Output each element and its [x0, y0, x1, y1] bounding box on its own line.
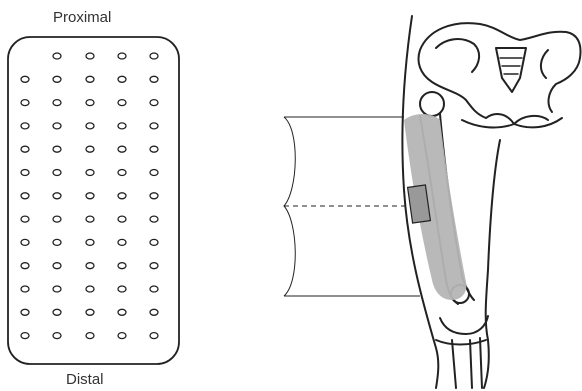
electrode-dot	[118, 100, 126, 106]
electrode-dot	[86, 286, 94, 292]
electrode-dot	[118, 216, 126, 222]
electrode-dot	[150, 286, 158, 292]
inner-thigh-contour	[484, 140, 500, 388]
electrode-dot	[150, 216, 158, 222]
electrode-dot	[118, 76, 126, 82]
electrode-dot	[150, 193, 158, 199]
electrode-dot	[53, 53, 61, 59]
electrode-dot	[150, 100, 158, 106]
electrode-dot	[53, 193, 61, 199]
electrode-dot	[21, 193, 29, 199]
pubic-region	[462, 114, 562, 127]
electrode-dot	[53, 309, 61, 315]
electrode-dot	[86, 76, 94, 82]
femoral-head	[420, 92, 444, 116]
electrode-dot	[86, 170, 94, 176]
electrode-dot	[53, 239, 61, 245]
electrode-dot	[118, 263, 126, 269]
electrode-dot	[150, 309, 158, 315]
electrode-dot	[118, 123, 126, 129]
electrode-dot	[86, 100, 94, 106]
electrode-dot	[21, 123, 29, 129]
pelvis-inner	[436, 39, 548, 78]
pad-projection	[284, 117, 420, 296]
electrode-dot	[53, 263, 61, 269]
electrode-dot	[21, 76, 29, 82]
electrode-dot	[118, 239, 126, 245]
electrode-dot	[86, 216, 94, 222]
electrode-dot	[21, 216, 29, 222]
electrode-dot	[150, 76, 158, 82]
electrode-dot	[86, 263, 94, 269]
electrode-dot	[53, 286, 61, 292]
electrode-dot	[53, 76, 61, 82]
electrode-dot	[21, 239, 29, 245]
electrode-dot	[86, 53, 94, 59]
electrode-dot	[150, 146, 158, 152]
electrode-dot	[150, 123, 158, 129]
electrode-dots	[21, 53, 158, 339]
electrode-dot	[53, 100, 61, 106]
electrode-dot	[86, 239, 94, 245]
electrode-dot	[53, 170, 61, 176]
sacrum	[496, 48, 526, 92]
electrode-dot	[53, 123, 61, 129]
electrode-dot	[118, 170, 126, 176]
electrode-dot	[21, 146, 29, 152]
electrode-dot	[21, 170, 29, 176]
tibia	[452, 340, 472, 388]
electrode-dot	[118, 309, 126, 315]
electrode-dot	[118, 146, 126, 152]
electrode-dot	[53, 333, 61, 339]
fibula	[480, 338, 482, 388]
electrode-dot	[86, 193, 94, 199]
electrode-dot	[150, 170, 158, 176]
electrode-dot	[86, 309, 94, 315]
electrode-dot	[150, 239, 158, 245]
electrode-dot	[53, 216, 61, 222]
electrode-dot	[21, 100, 29, 106]
electrode-dot	[150, 53, 158, 59]
electrode-dot	[150, 263, 158, 269]
electrode-dot	[118, 53, 126, 59]
electrode-dot	[118, 193, 126, 199]
electrode-dot	[21, 333, 29, 339]
electrode-dot	[86, 333, 94, 339]
electrode-dot	[86, 146, 94, 152]
electrode-dot	[21, 309, 29, 315]
electrode-dot	[150, 333, 158, 339]
electrode-dot	[118, 286, 126, 292]
electrode-dot	[21, 286, 29, 292]
electrode-dot	[118, 333, 126, 339]
electrode-dot	[53, 146, 61, 152]
electrode-dot	[21, 263, 29, 269]
electrode-dot	[86, 123, 94, 129]
